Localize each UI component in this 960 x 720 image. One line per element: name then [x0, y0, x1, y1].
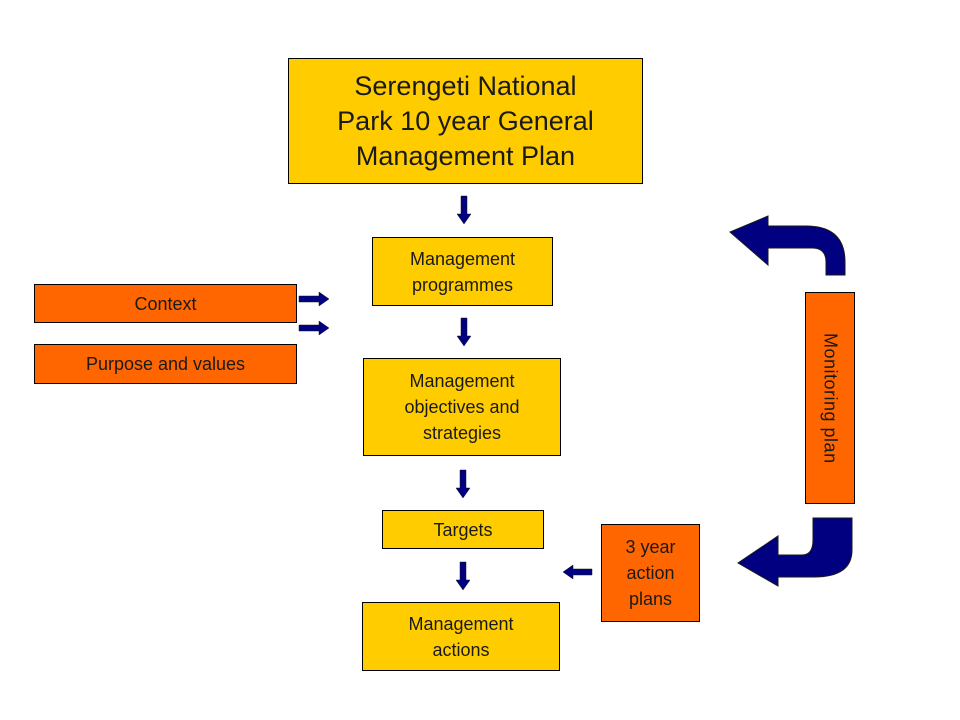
left-arrow-action-plans	[562, 564, 593, 580]
action-plans-line-3: plans	[628, 589, 673, 609]
title-line-1: Serengeti National	[354, 70, 577, 101]
down-arrow-2	[456, 317, 472, 347]
monitoring-plan-label: Monitoring plan	[820, 332, 841, 464]
programmes-line-2: programmes	[411, 274, 513, 295]
actions-line-2: actions	[432, 639, 490, 660]
right-arrow-context	[298, 291, 330, 307]
programmes-line-1: Management	[409, 248, 516, 269]
objectives-line-3: strategies	[422, 423, 502, 443]
title-line-3: Management Plan	[355, 140, 576, 171]
purpose-values-box: Purpose and values	[34, 344, 297, 384]
management-objectives-box: Management objectives and strategies	[363, 358, 561, 456]
title-line-2: Park 10 year General	[337, 105, 594, 136]
management-programmes-box: Management programmes	[372, 237, 553, 306]
curved-arrow-down-left	[737, 517, 853, 587]
management-actions-box: Management actions	[362, 602, 560, 671]
right-arrow-purpose	[298, 320, 330, 336]
purpose-values-label: Purpose and values	[85, 354, 246, 374]
title-box: Serengeti National Park 10 year General …	[288, 58, 643, 184]
down-arrow-3	[455, 469, 471, 499]
action-plans-box: 3 year action plans	[601, 524, 700, 622]
context-label: Context	[134, 293, 197, 314]
context-box: Context	[34, 284, 297, 323]
targets-label: Targets	[433, 519, 493, 540]
monitoring-plan-box: Monitoring plan	[805, 292, 855, 504]
objectives-line-2: objectives and	[404, 397, 520, 417]
down-arrow-4	[455, 561, 471, 591]
down-arrow-1	[456, 195, 472, 225]
action-plans-line-2: action	[626, 563, 675, 583]
targets-box: Targets	[382, 510, 544, 549]
action-plans-line-1: 3 year	[625, 537, 676, 557]
objectives-line-1: Management	[409, 371, 515, 391]
curved-arrow-up-left	[729, 215, 846, 276]
actions-line-1: Management	[408, 613, 514, 634]
